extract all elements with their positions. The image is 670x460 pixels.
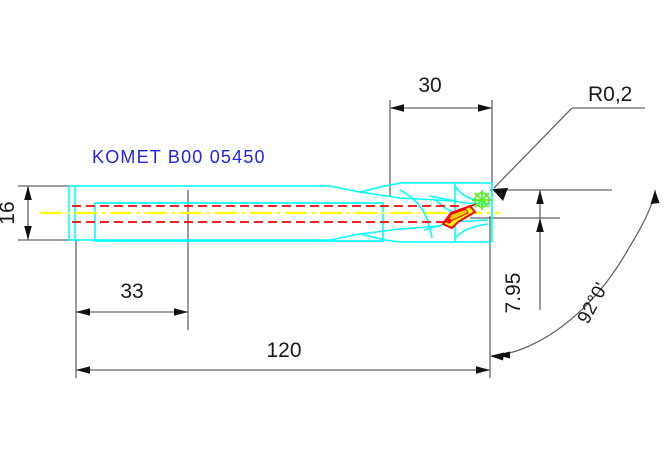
angle-arc-92	[491, 192, 656, 357]
arrowhead-33-right	[174, 308, 188, 316]
neck-taper-lower	[359, 225, 441, 235]
insert-edge-highlight	[444, 208, 469, 223]
leader-line-r02-diagonal	[493, 107, 573, 189]
dimension-label-r02: R0,2	[588, 83, 632, 106]
dimension-label-120: 120	[266, 339, 301, 362]
arrowhead-16-bottom	[24, 226, 32, 240]
dimension-label-16: 16	[0, 201, 19, 224]
arrowhead-30-left	[390, 104, 404, 112]
dimension-label-795: 7.95	[502, 273, 525, 314]
arrowhead-795-top	[536, 190, 544, 204]
internal-coolant-channel	[72, 205, 462, 223]
drill-point-flank-lower	[454, 223, 489, 239]
part-number-label: KOMET B00 05450	[92, 147, 266, 167]
arrowhead-30-right	[478, 104, 492, 112]
cutting-insert	[441, 203, 477, 230]
dimension-label-30: 30	[418, 74, 441, 97]
dimension-arrowheads	[24, 104, 660, 374]
shank-outline-top	[69, 182, 492, 193]
arrowhead-33-left	[76, 308, 90, 316]
arrowhead-795-bottom	[536, 218, 544, 232]
dimension-label-33: 33	[120, 280, 143, 303]
arrowhead-16-top	[24, 186, 32, 200]
dimension-label-point-angle: 92°0'	[574, 280, 613, 328]
arrowhead-120-tick	[496, 351, 510, 359]
insert-clamp-line	[454, 203, 477, 213]
arrowhead-120-left	[76, 366, 90, 374]
arrowhead-120-right	[476, 366, 490, 374]
neck-taper-upper	[359, 191, 456, 202]
chip-flute-curve	[399, 189, 433, 239]
coolant-outlet-symbol	[472, 190, 492, 210]
insert-screw-dot	[446, 218, 452, 224]
arrowhead-r02	[492, 188, 508, 201]
coolant-symbol-diag-2	[474, 192, 490, 208]
arrowhead-angle-top	[650, 190, 660, 204]
shank-outline-bottom	[69, 233, 492, 243]
